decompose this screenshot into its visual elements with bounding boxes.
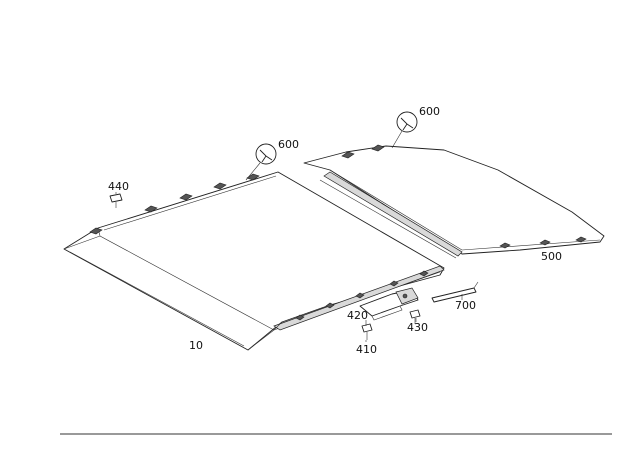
wrench-in-circle-icon [391,111,418,149]
callout-600-right: 600 [419,105,440,118]
rod-700[interactable] [431,281,479,303]
callout-700: 700 [455,299,476,312]
callout-410: 410 [356,343,377,356]
callout-440: 440 [108,180,129,193]
callout-430: 430 [407,321,428,334]
callout-420: 420 [347,309,368,322]
clip-440[interactable] [109,193,123,208]
bracket-420[interactable] [359,287,419,321]
wrench-in-circle-icon [245,143,277,181]
roof-panel-10[interactable] [63,171,445,351]
screw-430[interactable] [409,309,421,324]
roof-panel-500[interactable] [303,144,605,259]
callout-600-left: 600 [278,138,299,151]
leader-lines [115,192,463,342]
callout-500: 500 [541,250,562,263]
callout-10: 10 [189,339,203,352]
screw-410[interactable] [361,323,373,340]
